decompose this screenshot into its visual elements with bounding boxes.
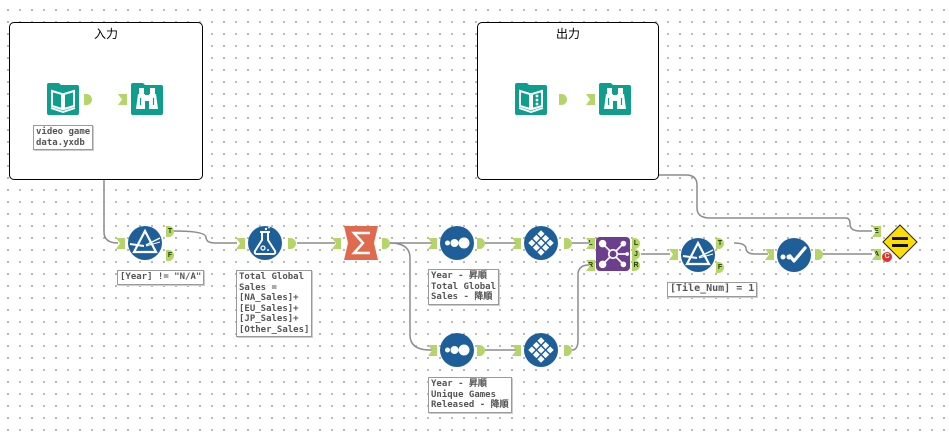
output-data-tool[interactable] <box>513 81 549 117</box>
formula-output-anchor[interactable] <box>288 238 296 249</box>
container-input[interactable]: 入力 <box>9 22 203 180</box>
filter-1-input-anchor[interactable] <box>116 238 125 249</box>
filter-1-true-anchor[interactable]: T <box>166 226 174 237</box>
input-data-output-anchor[interactable] <box>84 94 92 105</box>
join-right-input-anchor[interactable]: R <box>586 260 595 271</box>
summarize-tool[interactable] <box>343 225 379 261</box>
container-title: 入力 <box>93 27 118 41</box>
select-output-anchor[interactable] <box>815 249 823 260</box>
browse-tool-2[interactable] <box>597 81 633 117</box>
sort-1-annotation: Year - 昇順 Total Global Sales - 降順 <box>428 269 500 305</box>
join-right-output-anchor[interactable]: R <box>632 260 640 271</box>
sort-2-output-anchor[interactable] <box>477 345 485 356</box>
sort-tool-2[interactable] <box>439 332 475 368</box>
select-tool[interactable] <box>776 237 812 273</box>
filter-1-false-anchor[interactable]: F <box>166 250 174 261</box>
wire-summarize-to-sort2 <box>389 242 432 351</box>
sort-tool-1[interactable] <box>439 225 475 261</box>
tile-grid-icon <box>524 226 558 260</box>
input-data-annotation: video game data.yxdb <box>33 125 94 150</box>
browse-1-input-anchor[interactable] <box>118 94 127 105</box>
filter-tool-2[interactable] <box>680 237 716 273</box>
formula-input-anchor[interactable] <box>236 238 245 249</box>
join-join-output-anchor[interactable]: J <box>632 249 640 260</box>
tile-grid-icon <box>524 333 558 367</box>
sort-2-input-anchor[interactable] <box>428 345 437 356</box>
sigma-icon <box>344 226 378 260</box>
tile-2-output-anchor[interactable] <box>564 345 572 356</box>
filter-2-input-anchor[interactable] <box>669 249 678 260</box>
sort-dots-icon <box>440 333 474 367</box>
filter-1-annotation: [Year] != "N/A" <box>117 270 205 285</box>
binoculars-icon <box>599 83 631 115</box>
formula-annotation: Total Global Sales = [NA_Sales]+ [EU_Sal… <box>236 270 313 337</box>
filter-2-annotation: [Tile_Num] = 1 <box>667 282 758 297</box>
summarize-input-anchor[interactable] <box>332 238 341 249</box>
test-tool[interactable] <box>882 224 918 260</box>
join-tool[interactable] <box>596 237 630 271</box>
test-error-badge: C <box>882 252 892 262</box>
formula-tool[interactable] <box>247 225 283 261</box>
input-data-tool[interactable] <box>45 81 81 117</box>
tile-tool-2[interactable] <box>523 332 559 368</box>
tile-tool-1[interactable] <box>523 225 559 261</box>
sort-2-annotation: Year - 昇順 Unique Games Released - 降順 <box>428 377 512 413</box>
sort-1-input-anchor[interactable] <box>428 238 437 249</box>
join-left-output-anchor[interactable]: L <box>632 238 640 249</box>
container-title: 出力 <box>555 27 580 41</box>
wire-filter2-to-select <box>733 242 768 255</box>
join-network-icon <box>596 237 630 271</box>
sort-1-output-anchor[interactable] <box>477 238 485 249</box>
output-book-icon <box>515 83 547 115</box>
tile-2-input-anchor[interactable] <box>512 345 521 356</box>
filter-prism-icon <box>681 238 715 272</box>
wire-tile2-to-join-right <box>571 264 590 351</box>
select-input-anchor[interactable] <box>765 249 774 260</box>
tile-1-input-anchor[interactable] <box>512 238 521 249</box>
select-check-icon <box>777 238 811 272</box>
filter-prism-icon <box>128 226 162 260</box>
browse-2-input-anchor[interactable] <box>586 94 595 105</box>
summarize-output-anchor[interactable] <box>382 238 390 249</box>
wire-filter-to-formula <box>173 230 237 244</box>
sort-dots-icon <box>440 226 474 260</box>
browse-tool-1[interactable] <box>129 81 165 117</box>
output-data-output-anchor[interactable] <box>559 94 567 105</box>
flask-icon <box>248 226 282 260</box>
binoculars-icon <box>131 83 163 115</box>
filter-2-true-anchor[interactable]: T <box>716 238 724 249</box>
filter-2-false-anchor[interactable]: F <box>716 262 724 273</box>
filter-tool-1[interactable] <box>127 225 163 261</box>
book-icon <box>47 83 79 115</box>
test-equals-icon <box>882 224 918 260</box>
tile-1-output-anchor[interactable] <box>564 238 572 249</box>
join-left-input-anchor[interactable]: L <box>586 238 595 249</box>
test-actual-anchor[interactable]: A <box>872 249 881 260</box>
test-expected-anchor[interactable]: E <box>872 226 881 237</box>
